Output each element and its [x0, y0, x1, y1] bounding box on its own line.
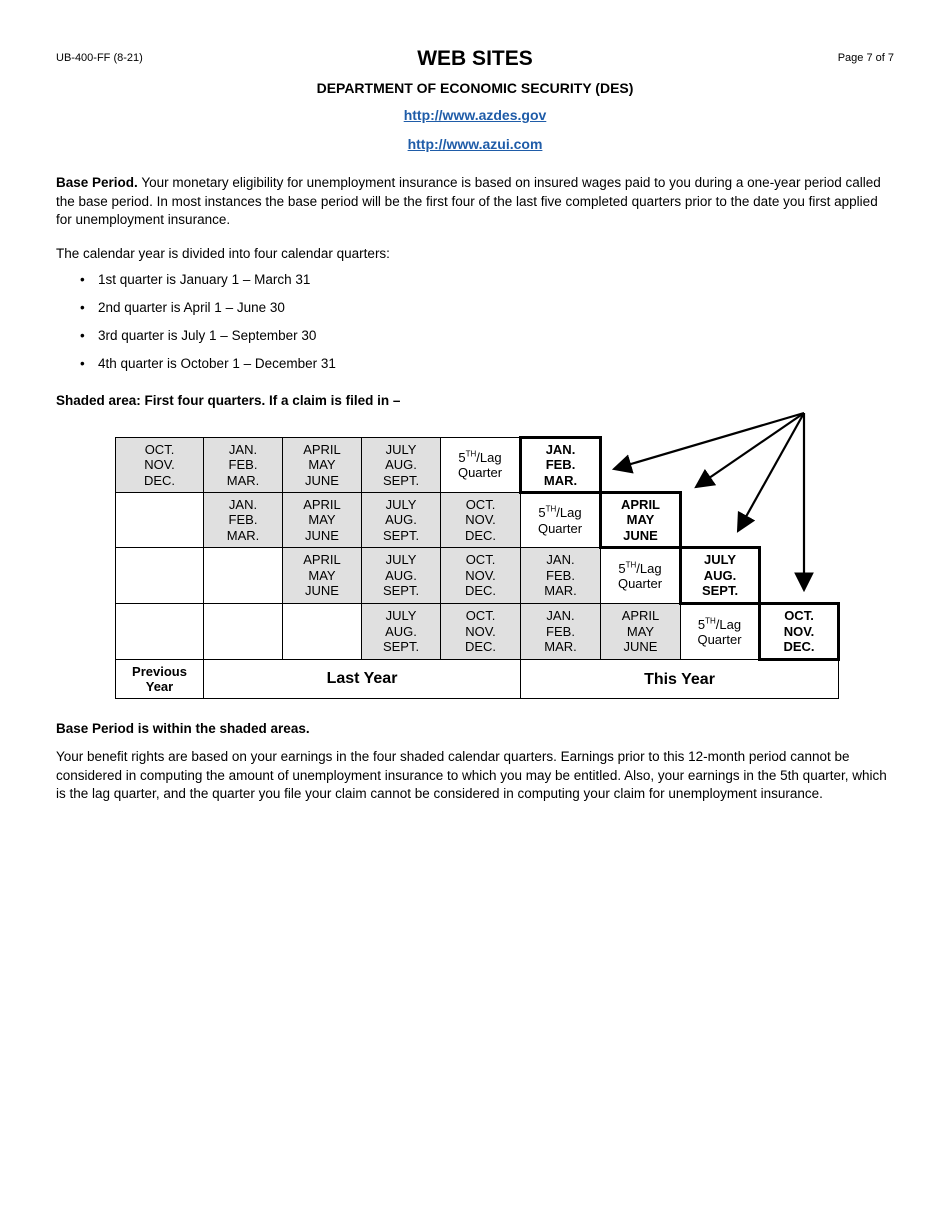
- base-period-lead: Base Period.: [56, 175, 138, 190]
- table-row-years: Previous Year Last Year This Year: [115, 659, 839, 699]
- lag-superscript: TH: [705, 616, 716, 626]
- empty-cell: [115, 492, 204, 548]
- form-number: UB-400-FF (8-21): [56, 52, 143, 64]
- claim-quarter-cell: APRIL MAY JUNE: [599, 491, 682, 549]
- lag-rest: /Lag: [556, 505, 582, 520]
- bullet-q3: 3rd quarter is July 1 – September 30: [56, 327, 888, 355]
- link-azdes[interactable]: http://www.azdes.gov: [403, 107, 547, 123]
- lag-rest: /Lag: [476, 449, 502, 465]
- empty-region: [760, 548, 839, 604]
- page-title: WEB SITES: [417, 47, 533, 70]
- empty-cell: [203, 603, 283, 660]
- base-period-text: Your monetary eligibility for unemployme…: [56, 175, 881, 227]
- quarter-cell: APRIL MAY JUNE: [282, 547, 362, 604]
- lag-line2: Quarter: [617, 576, 663, 591]
- previous-year-cell: Previous Year: [115, 659, 204, 699]
- empty-region: [601, 438, 839, 493]
- base-period-shaded-note: Base Period is within the shaded areas.: [56, 721, 310, 736]
- quarter-cell: APRIL MAY JUNE: [282, 437, 362, 493]
- lag-superscript: TH: [545, 504, 557, 514]
- empty-region: [681, 493, 839, 548]
- claim-quarter-cell: OCT. NOV. DEC.: [758, 602, 840, 661]
- table-row-claim-q2: JAN. FEB. MAR. APRIL MAY JUNE JULY AUG. …: [115, 491, 839, 549]
- quarter-cell: JULY AUG. SEPT.: [361, 547, 441, 604]
- quarter-cell: JAN. FEB. MAR.: [203, 437, 283, 493]
- lag-number: 5: [618, 560, 626, 576]
- lag-rest: /Lag: [636, 560, 662, 576]
- benefit-rights-paragraph: Your benefit rights are based on your ea…: [56, 749, 887, 801]
- quarter-bullet-list: 1st quarter is January 1 – March 31 2nd …: [56, 271, 888, 383]
- quarter-cell: JAN. FEB. MAR.: [520, 603, 601, 660]
- quarter-cell: JAN. FEB. MAR.: [520, 547, 601, 604]
- empty-cell: [203, 547, 283, 604]
- quarter-cell: JULY AUG. SEPT.: [361, 492, 441, 548]
- lag-superscript: TH: [625, 560, 637, 570]
- lag-line2: Quarter: [537, 520, 583, 536]
- lag-line2: Quarter: [457, 465, 503, 480]
- quarter-cell: JULY AUG. SEPT.: [361, 437, 441, 493]
- quarter-cell: OCT. NOV. DEC.: [440, 603, 521, 660]
- last-year-cell: Last Year: [203, 659, 521, 699]
- shaded-area-heading: Shaded area: First four quarters. If a c…: [56, 393, 401, 408]
- page-subtitle: DEPARTMENT OF ECONOMIC SECURITY (DES): [316, 80, 634, 96]
- quarter-cell: OCT. NOV. DEC.: [440, 547, 521, 604]
- claim-quarter-cell: JAN. FEB. MAR.: [519, 436, 602, 494]
- bullet-q4: 4th quarter is October 1 – December 31: [56, 355, 888, 383]
- link-azui[interactable]: http://www.azui.com: [407, 136, 543, 152]
- page-indicator: Page 7 of 7: [837, 52, 894, 64]
- base-period-paragraph: Base Period. Your monetary eligibility f…: [56, 174, 888, 230]
- empty-cell: [115, 547, 204, 604]
- lag-rest: /Lag: [715, 616, 742, 632]
- lag-number: 5: [697, 616, 706, 632]
- quarter-cell: JULY AUG. SEPT.: [361, 603, 441, 660]
- claim-quarter-cell: JULY AUG. SEPT.: [679, 546, 761, 605]
- link-row-azdes: http://www.azdes.gov: [0, 107, 950, 123]
- lag-line2: Quarter: [697, 632, 742, 647]
- link-row-azui: http://www.azui.com: [0, 136, 950, 152]
- this-year-cell: This Year: [520, 659, 839, 699]
- empty-cell: [282, 603, 362, 660]
- lag-number: 5: [458, 449, 466, 465]
- base-period-table: OCT. NOV. DEC. JAN. FEB. MAR. APRIL MAY …: [115, 436, 840, 699]
- table-row-claim-q1: OCT. NOV. DEC. JAN. FEB. MAR. APRIL MAY …: [115, 436, 839, 494]
- table-row-claim-q3: APRIL MAY JUNE JULY AUG. SEPT. OCT. NOV.…: [115, 546, 839, 605]
- base-period-table-group: OCT. NOV. DEC. JAN. FEB. MAR. APRIL MAY …: [56, 400, 901, 712]
- table-row-claim-q4: JULY AUG. SEPT. OCT. NOV. DEC. JAN. FEB.…: [115, 602, 840, 661]
- quarters-intro: The calendar year is divided into four c…: [56, 246, 390, 261]
- quarter-cell: OCT. NOV. DEC.: [115, 437, 204, 493]
- quarter-cell: OCT. NOV. DEC.: [440, 492, 521, 548]
- bullet-q2: 2nd quarter is April 1 – June 30: [56, 299, 888, 327]
- quarter-cell: APRIL MAY JUNE: [282, 492, 362, 548]
- quarter-cell: APRIL MAY JUNE: [600, 603, 681, 660]
- lag-superscript: TH: [465, 449, 477, 459]
- lag-number: 5: [538, 505, 546, 520]
- quarter-cell: JAN. FEB. MAR.: [203, 492, 283, 548]
- bullet-q1: 1st quarter is January 1 – March 31: [56, 271, 888, 299]
- empty-cell: [115, 603, 204, 660]
